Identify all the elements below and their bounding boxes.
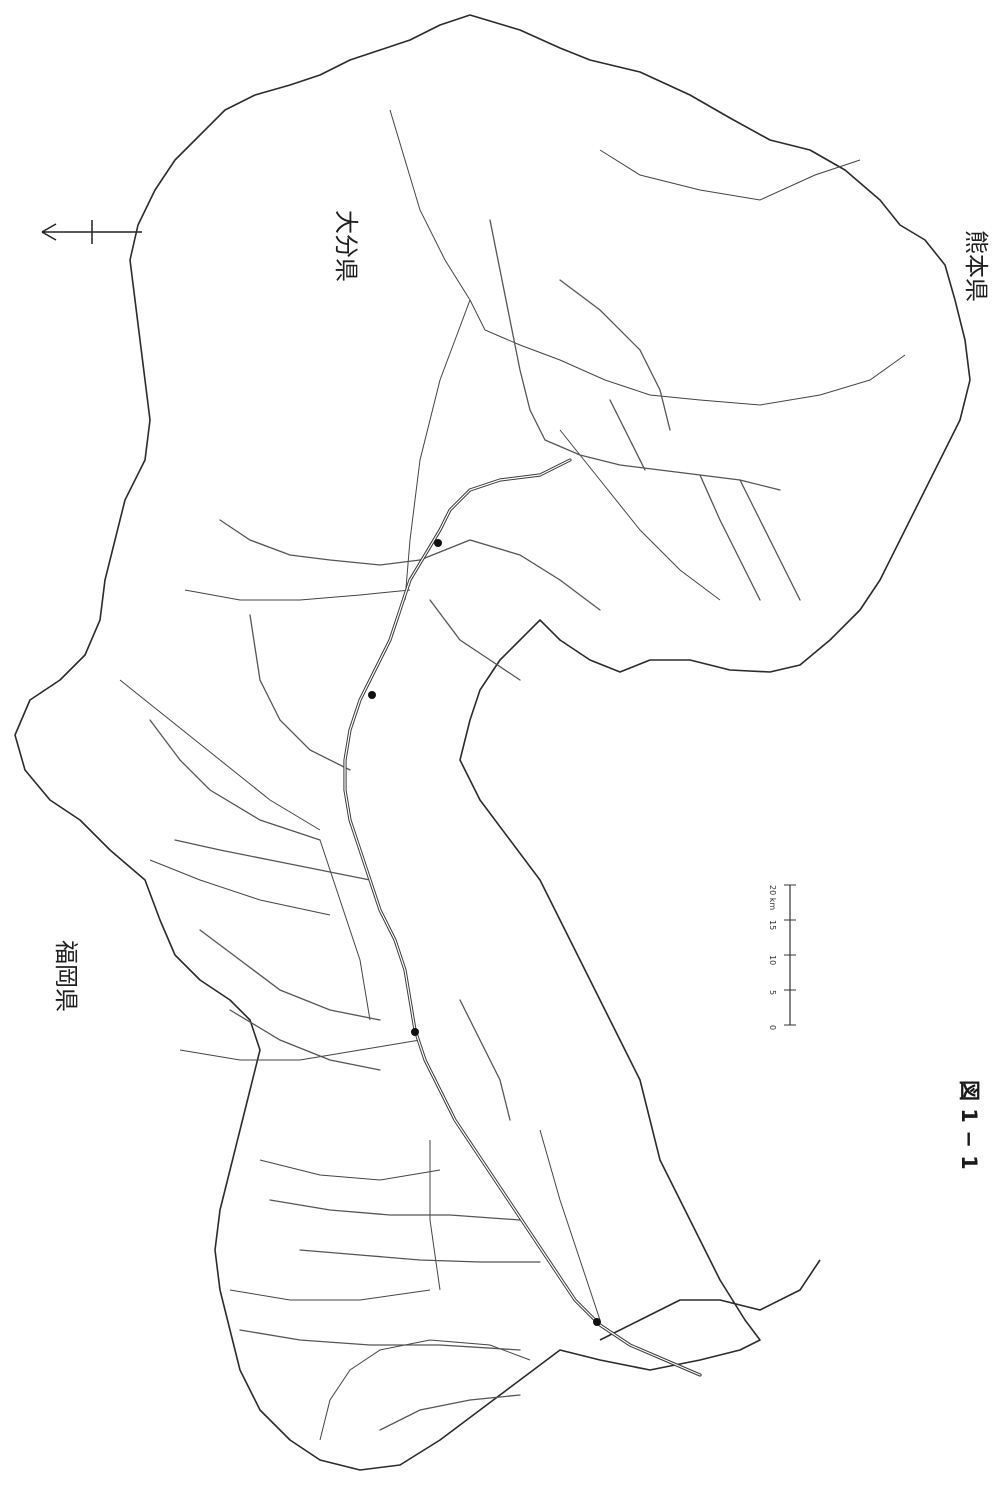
prefecture-label-fukuoka: 福岡県 (52, 940, 80, 1012)
caption-number: 図 1 − 1 (957, 1080, 981, 1170)
prefecture-labels: 大分県 熊本県 福岡県 (52, 210, 990, 1012)
tributaries (149, 219, 801, 1431)
scale-tick-5: 5 (768, 990, 777, 995)
north-arrow-icon (41, 220, 142, 244)
prefecture-label-kumamoto: 熊本県 (962, 230, 990, 302)
admin-boundaries (119, 109, 906, 1441)
scale-tick-15: 15 (768, 920, 777, 930)
scale-tick-20: 20 km (768, 885, 777, 910)
prefecture-label-oita: 大分県 (332, 210, 360, 282)
basin-boundary (14, 14, 971, 1471)
gauging-points (368, 539, 601, 1326)
figure-caption: 図 1 − 1 (957, 1080, 981, 1170)
scale-bar: 0 5 10 15 20 km (768, 884, 796, 1030)
prefecture-boundaries (599, 1259, 821, 1341)
main-river (343, 458, 702, 1377)
scale-tick-0: 0 (768, 1025, 777, 1030)
scale-tick-10: 10 (768, 955, 777, 965)
